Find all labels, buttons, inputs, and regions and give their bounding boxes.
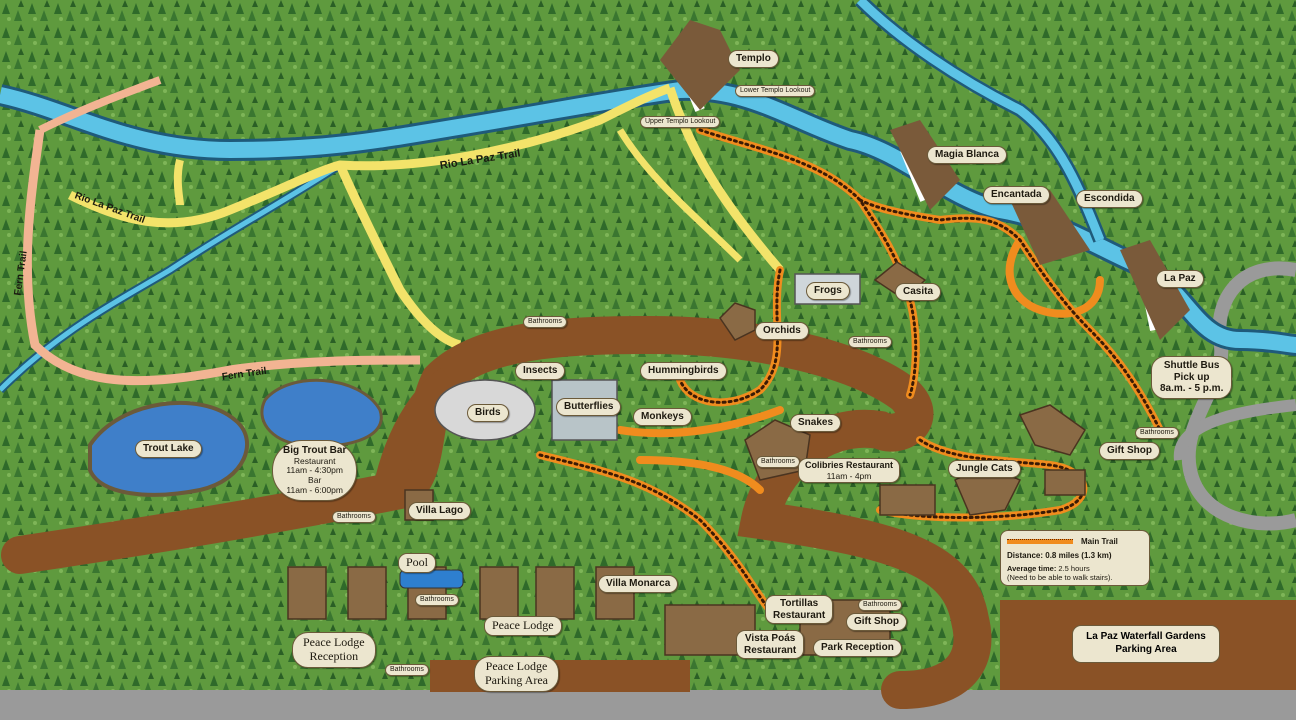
peace-lodge-parking-ground bbox=[430, 660, 690, 692]
colibries-restaurant-label[interactable]: Colibries Restaurant 11am - 4pm bbox=[798, 458, 901, 484]
upper-templo-lookout-label[interactable]: Upper Templo Lookout bbox=[640, 116, 721, 129]
villa-monarca-label[interactable]: Villa Monarca bbox=[598, 575, 679, 593]
orchids-building bbox=[719, 302, 756, 341]
villa-lago-label[interactable]: Villa Lago bbox=[408, 502, 472, 520]
lower-templo-lookout-label[interactable]: Lower Templo Lookout bbox=[735, 85, 816, 98]
insects-label[interactable]: Insects bbox=[515, 362, 566, 380]
bathrooms-pool[interactable]: Bathrooms bbox=[415, 594, 459, 607]
bathrooms-east[interactable]: Bathrooms bbox=[1135, 427, 1179, 440]
main-dirt-road bbox=[1, 315, 992, 709]
park-reception-label[interactable]: Park Reception bbox=[813, 639, 902, 657]
bathrooms-orchids[interactable]: Bathrooms bbox=[848, 336, 892, 349]
bathrooms-villa-lago[interactable]: Bathrooms bbox=[332, 511, 376, 524]
birds-label[interactable]: Birds bbox=[467, 404, 509, 422]
vista-poas-line2: Restaurant bbox=[744, 644, 797, 656]
tortillas-restaurant-label[interactable]: Tortillas Restaurant bbox=[765, 595, 834, 624]
bathrooms-south[interactable]: Bathrooms bbox=[858, 599, 902, 612]
monkeys-label[interactable]: Monkeys bbox=[633, 408, 692, 426]
casita-label[interactable]: Casita bbox=[895, 283, 942, 301]
butterflies-label[interactable]: Butterflies bbox=[556, 398, 622, 416]
parking-line2: Parking Area bbox=[1115, 644, 1177, 655]
btb-restaurant: Restaurant bbox=[293, 455, 336, 466]
snakes-label[interactable]: Snakes bbox=[790, 414, 842, 432]
map-legend: Main Trail Distance: 0.8 miles (1.3 km) … bbox=[1000, 530, 1150, 586]
magia-blanca-label[interactable]: Magia Blanca bbox=[927, 146, 1007, 164]
big-trout-bar-label[interactable]: Big Trout Bar Restaurant 11am - 4:30pm B… bbox=[272, 440, 358, 501]
frogs-label[interactable]: Frogs bbox=[806, 282, 850, 300]
trout-lake-label[interactable]: Trout Lake bbox=[135, 440, 202, 458]
legend-distance: Distance: 0.8 miles (1.3 km) bbox=[1007, 551, 1112, 560]
shuttle-line1: Shuttle Bus bbox=[1163, 360, 1220, 371]
road-loop-east bbox=[1181, 261, 1296, 531]
main-parking-label[interactable]: La Paz Waterfall Gardens Parking Area bbox=[1072, 625, 1220, 663]
colibries-hours: 11am - 4pm bbox=[826, 470, 872, 481]
road-bottom bbox=[0, 690, 1296, 720]
legend-distance-label: Distance: bbox=[1007, 551, 1044, 560]
legend-average-label: Average time: bbox=[1007, 564, 1057, 573]
shuttle-bus-label[interactable]: Shuttle Bus Pick up 8a.m. - 5 p.m. bbox=[1151, 356, 1233, 399]
orchids-label[interactable]: Orchids bbox=[755, 322, 809, 340]
peace-lodge-reception-label[interactable]: Peace Lodge Reception bbox=[292, 632, 376, 668]
stream-west bbox=[0, 162, 342, 392]
main-trail-swatch bbox=[1007, 539, 1073, 545]
gift-shop-east-label[interactable]: Gift Shop bbox=[1099, 442, 1160, 460]
peace-lodge-label[interactable]: Peace Lodge bbox=[484, 616, 562, 636]
shuttle-line3: 8a.m. - 5 p.m. bbox=[1160, 383, 1224, 394]
tortillas-line1: Tortillas bbox=[780, 598, 819, 609]
villa-1 bbox=[287, 566, 327, 620]
legend-main-trail: Main Trail bbox=[1081, 537, 1118, 546]
legend-average: Average time: 2.5 hours (Need to be able… bbox=[1007, 564, 1112, 582]
plp-line2: Parking Area bbox=[485, 672, 548, 687]
btb-bar-hours: 11am - 6:00pm bbox=[286, 484, 343, 495]
templo-rocks bbox=[660, 20, 740, 110]
legend-distance-value: 0.8 miles (1.3 km) bbox=[1045, 551, 1112, 560]
shuttle-line2: Pick up bbox=[1173, 371, 1210, 383]
btb-bar: Bar bbox=[308, 475, 322, 486]
btb-restaurant-hours: 11am - 4:30pm bbox=[286, 465, 343, 476]
vista-poas-restaurant-label[interactable]: Vista Poás Restaurant bbox=[736, 630, 805, 659]
plp-line1: Peace Lodge bbox=[485, 659, 548, 673]
bathrooms-reception[interactable]: Bathrooms bbox=[385, 664, 429, 677]
tortillas-line2: Restaurant bbox=[773, 609, 826, 621]
encantada-label[interactable]: Encantada bbox=[983, 186, 1050, 204]
parking-line1: La Paz Waterfall Gardens bbox=[1086, 631, 1206, 642]
bathrooms-snakes[interactable]: Bathrooms bbox=[756, 456, 800, 469]
jungle-cats-label[interactable]: Jungle Cats bbox=[948, 460, 1021, 478]
big-trout-bar-name: Big Trout Bar bbox=[283, 445, 347, 456]
reception-line1: Peace Lodge bbox=[303, 635, 365, 649]
gift-shop-south-label[interactable]: Gift Shop bbox=[846, 613, 907, 631]
bathrooms-north[interactable]: Bathrooms bbox=[523, 316, 567, 329]
pool-label[interactable]: Pool bbox=[398, 553, 437, 573]
peace-lodge-parking-label[interactable]: Peace Lodge Parking Area bbox=[474, 656, 559, 692]
colibries-name: Colibries Restaurant bbox=[805, 460, 894, 470]
escondida-label[interactable]: Escondida bbox=[1076, 190, 1143, 208]
fern-trail-path bbox=[22, 129, 421, 386]
legend-stairs-note: (Need to be able to walk stairs). bbox=[1007, 573, 1113, 582]
vista-poas-line1: Vista Poás bbox=[744, 633, 796, 644]
la-paz-label[interactable]: La Paz bbox=[1156, 270, 1204, 288]
templo-label[interactable]: Templo bbox=[728, 50, 779, 68]
legend-average-value: 2.5 hours bbox=[1058, 564, 1090, 573]
reception-line2: Reception bbox=[309, 648, 359, 663]
hummingbirds-label[interactable]: Hummingbirds bbox=[640, 362, 727, 380]
legend-main-trail-row: Main Trail bbox=[1007, 537, 1118, 546]
